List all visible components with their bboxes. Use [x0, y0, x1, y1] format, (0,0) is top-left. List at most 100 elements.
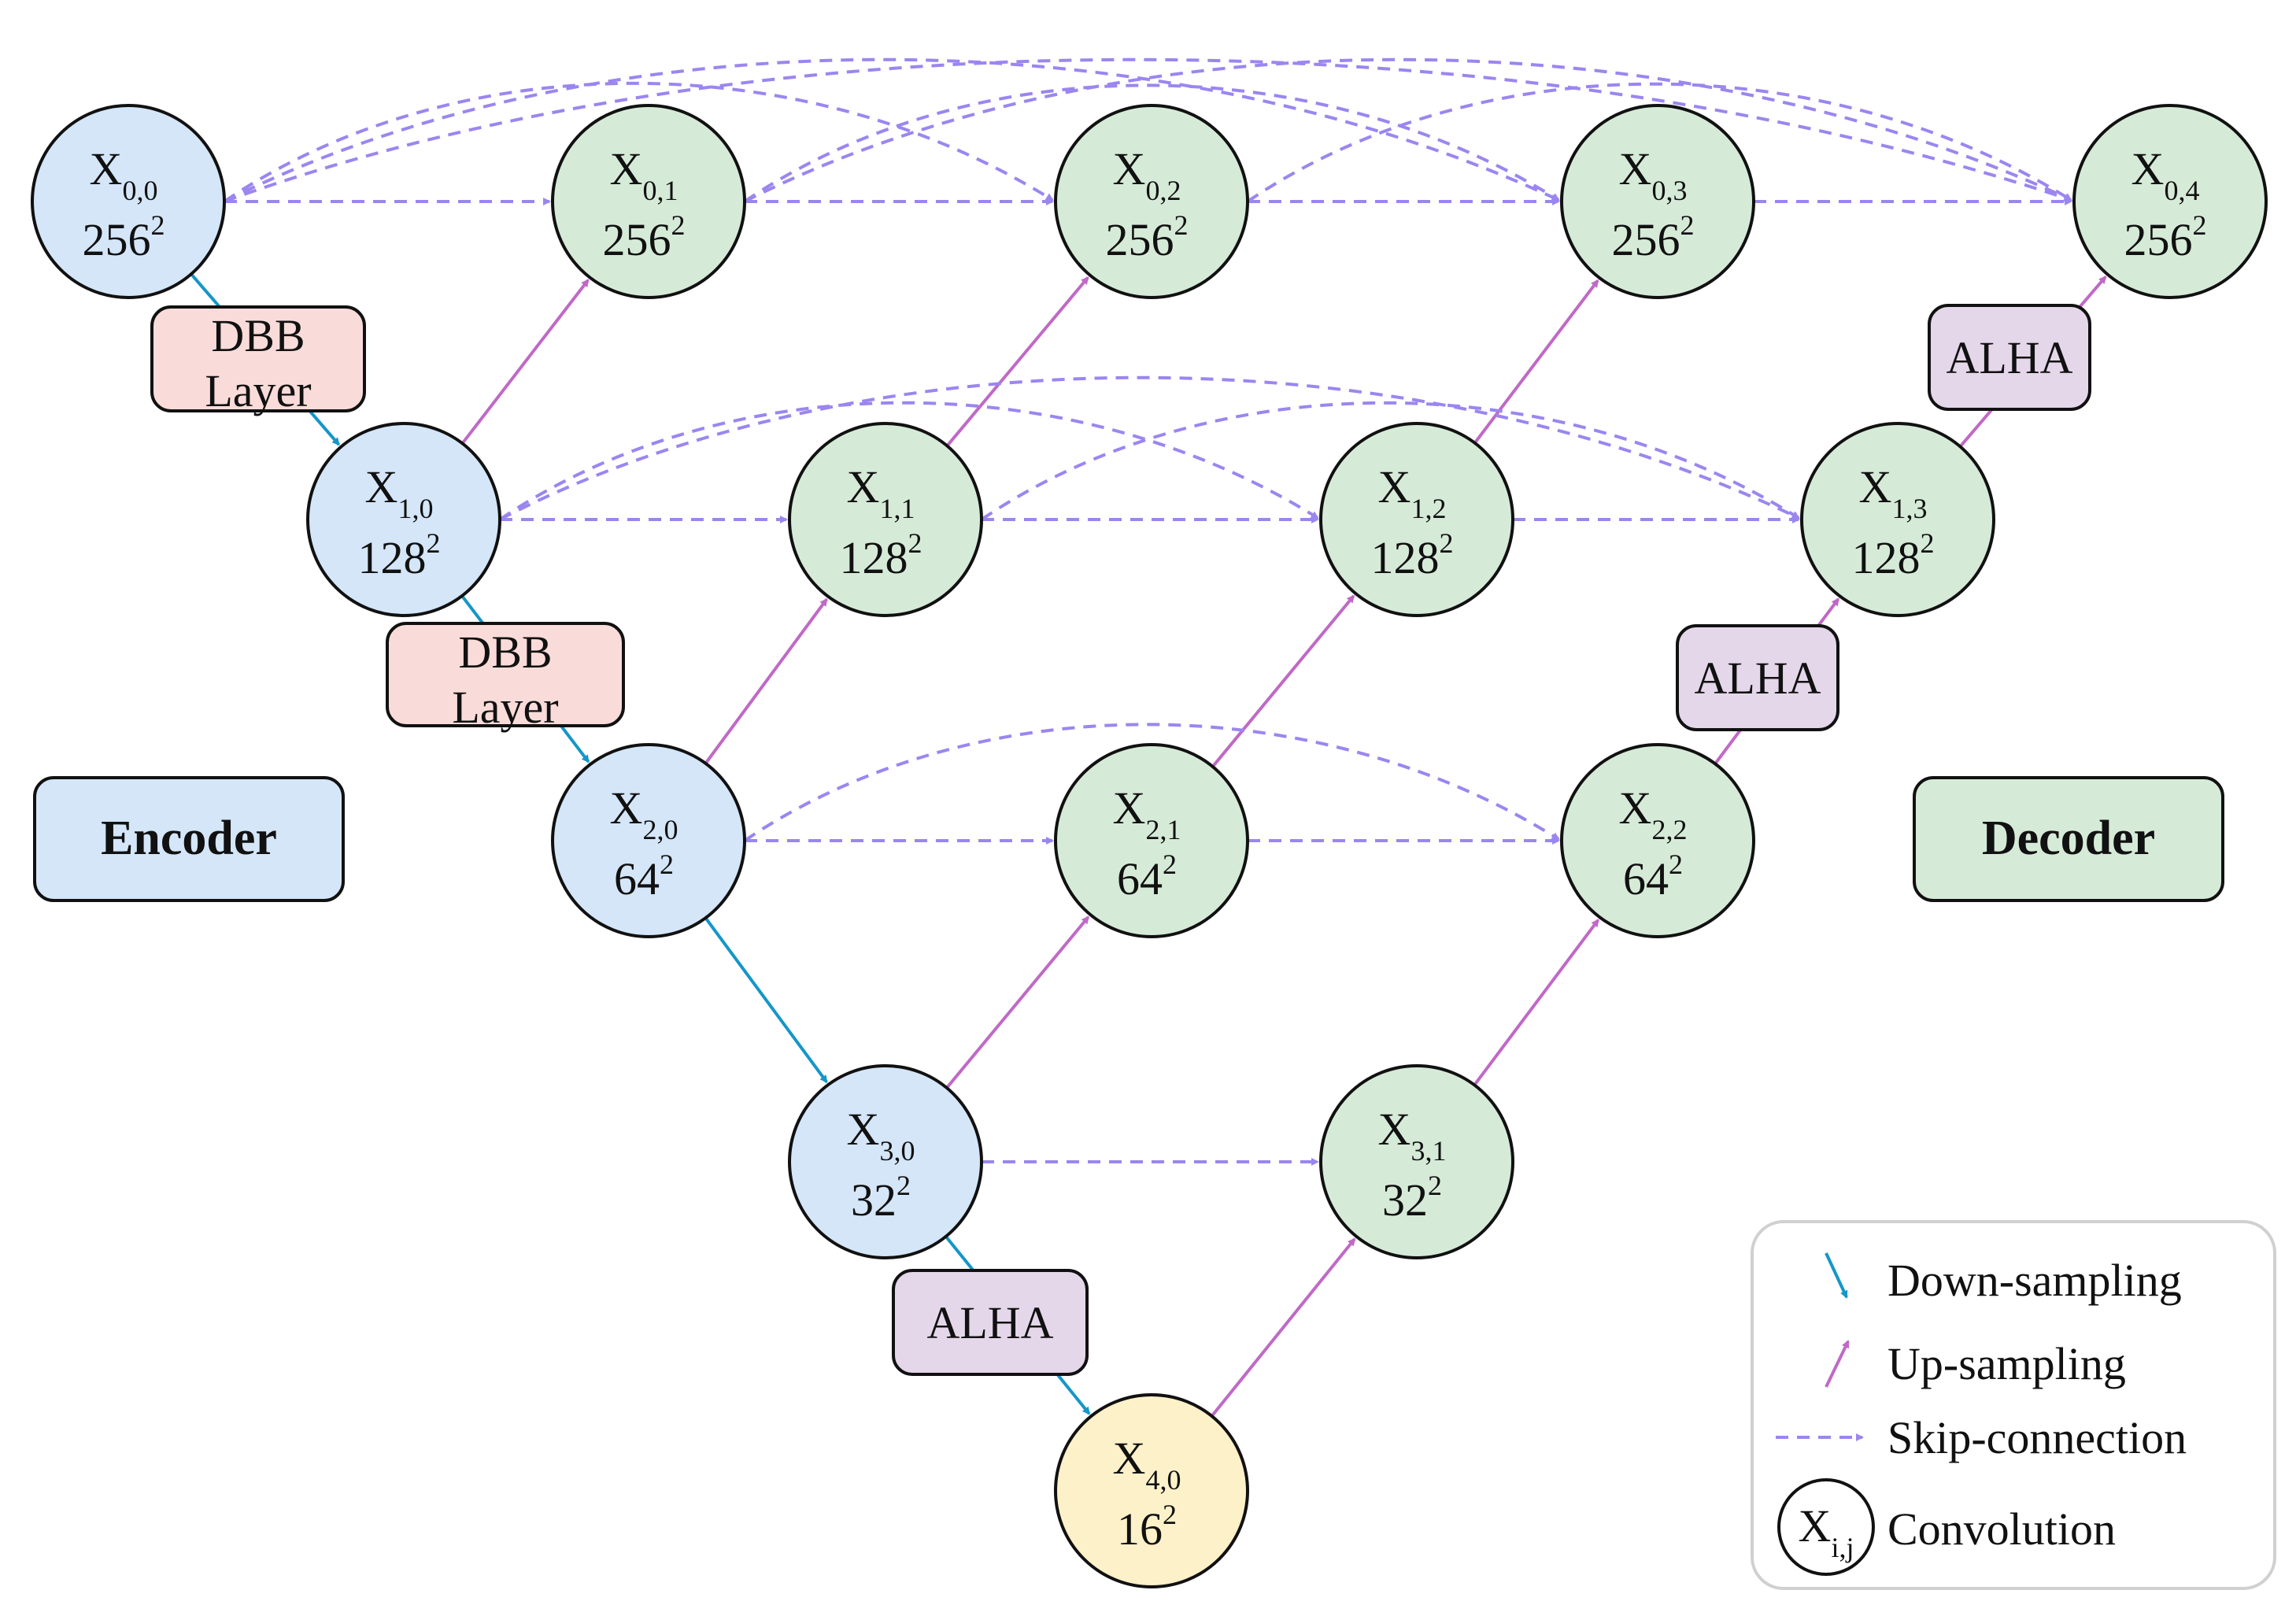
legend: Down-sampling Up-sampling Skip-connectio…	[1751, 1220, 2276, 1590]
node-label: X0,0	[90, 143, 158, 206]
node-label: X0,1	[610, 143, 678, 206]
node-resolution: 642	[614, 849, 674, 904]
node-circle	[1054, 104, 1249, 299]
skip-connection-x00-x02	[223, 81, 1054, 203]
node-label: X2,1	[1113, 782, 1181, 845]
up-sampling-arrow-x21-x12	[1211, 594, 1355, 768]
node-circle	[1054, 1393, 1249, 1588]
node-circle	[788, 1064, 983, 1259]
alha-box-alha3: ALHA	[1928, 304, 2091, 411]
node-resolution: 1282	[1371, 527, 1454, 583]
node-label: X0,2	[1113, 143, 1181, 206]
node-label: X2,2	[1619, 782, 1688, 845]
down-sampling-arrow-x20-x30	[704, 916, 828, 1084]
encoder-label: Encoder	[101, 812, 277, 865]
node-circle	[551, 104, 746, 299]
decoder-label: Decoder	[1982, 812, 2155, 865]
node-resolution: 322	[1382, 1170, 1442, 1226]
node-label: X1,3	[1859, 461, 1928, 524]
node-circle	[1560, 104, 1755, 299]
node-resolution: 2562	[1612, 209, 1695, 265]
node-circle	[788, 422, 983, 617]
legend-skip-connection-label: Skip-connection	[1887, 1412, 2187, 1463]
legend-frame	[1751, 1220, 2276, 1590]
node-resolution: 1282	[840, 527, 922, 583]
skip-connection-x01-x04	[744, 57, 2072, 203]
node-circle	[551, 743, 746, 938]
legend-convolution-circle	[1777, 1478, 1875, 1576]
alha-label: ALHA	[926, 1297, 1053, 1348]
dbb-label-line1: DBB	[458, 627, 552, 678]
skip-connection-x10-x12	[498, 401, 1319, 521]
node-resolution: 2562	[603, 209, 686, 265]
node-label: X2,0	[610, 782, 678, 845]
node-circle	[306, 422, 501, 617]
legend-down-sampling-label: Down-sampling	[1887, 1255, 2182, 1306]
node-circle	[1800, 422, 1995, 617]
up-sampling-arrow-x31-x22	[1473, 919, 1600, 1086]
node-label: X0,4	[2131, 143, 2200, 206]
legend-convolution-label: Convolution	[1887, 1503, 2116, 1555]
node-resolution: 162	[1117, 1499, 1177, 1555]
node-resolution: 322	[851, 1170, 911, 1226]
legend-down-sampling-arrow	[1825, 1252, 1848, 1299]
node-circle	[2072, 104, 2268, 299]
skip-connection-x00-x03	[224, 57, 1560, 203]
node-label: X4,0	[1113, 1433, 1181, 1496]
encoder-label-box: Encoder	[33, 776, 345, 902]
up-sampling-arrow-x11-x02	[945, 276, 1089, 447]
node-circle	[31, 104, 226, 299]
skip-connection-x01-x03	[743, 83, 1560, 203]
up-sampling-arrow-x10-x01	[460, 279, 590, 445]
legend-up-sampling-arrow	[1825, 1340, 1850, 1388]
node-resolution: 642	[1117, 849, 1177, 904]
legend-up-sampling-label: Up-sampling	[1887, 1338, 2126, 1389]
up-sampling-arrow-x40-x31	[1211, 1237, 1356, 1418]
node-resolution: 2562	[2124, 209, 2207, 265]
node-label: X3,0	[847, 1104, 915, 1167]
node-resolution: 2562	[1106, 209, 1189, 265]
node-circle	[1560, 743, 1755, 938]
skip-connection-x00-x04	[224, 57, 2072, 203]
skip-connection-x11-x13	[980, 401, 1800, 521]
skip-connection-x02-x04	[1246, 82, 2072, 203]
nodes: X0,02562X1,01282X2,0642X3,0322X4,0162X0,…	[31, 104, 2268, 1588]
alha-label: ALHA	[1694, 653, 1821, 704]
node-resolution: 2562	[83, 209, 165, 265]
alha-label: ALHA	[1946, 332, 2072, 383]
up-sampling-arrow-x12-x03	[1473, 279, 1599, 444]
legend-convolution-symbol: Xi,j	[1799, 1500, 1854, 1563]
node-label: X1,2	[1378, 461, 1447, 524]
dbb-label-line2: Layer	[452, 682, 558, 733]
node-resolution: 1282	[358, 527, 441, 583]
node-resolution: 1282	[1852, 527, 1935, 583]
node-circle	[1054, 743, 1249, 938]
dbb-label-line2: Layer	[205, 365, 311, 416]
up-sampling-arrow-x30-x21	[945, 915, 1090, 1089]
node-label: X3,1	[1378, 1104, 1447, 1167]
node-label: X0,3	[1619, 143, 1688, 206]
skip-connection-x10-x13	[499, 375, 1800, 521]
node-resolution: 642	[1623, 849, 1683, 904]
decoder-label-box: Decoder	[1913, 776, 2224, 902]
dbb-label-line1: DBB	[211, 310, 305, 361]
node-circle	[1319, 1064, 1514, 1259]
node-label: X1,1	[847, 461, 915, 524]
